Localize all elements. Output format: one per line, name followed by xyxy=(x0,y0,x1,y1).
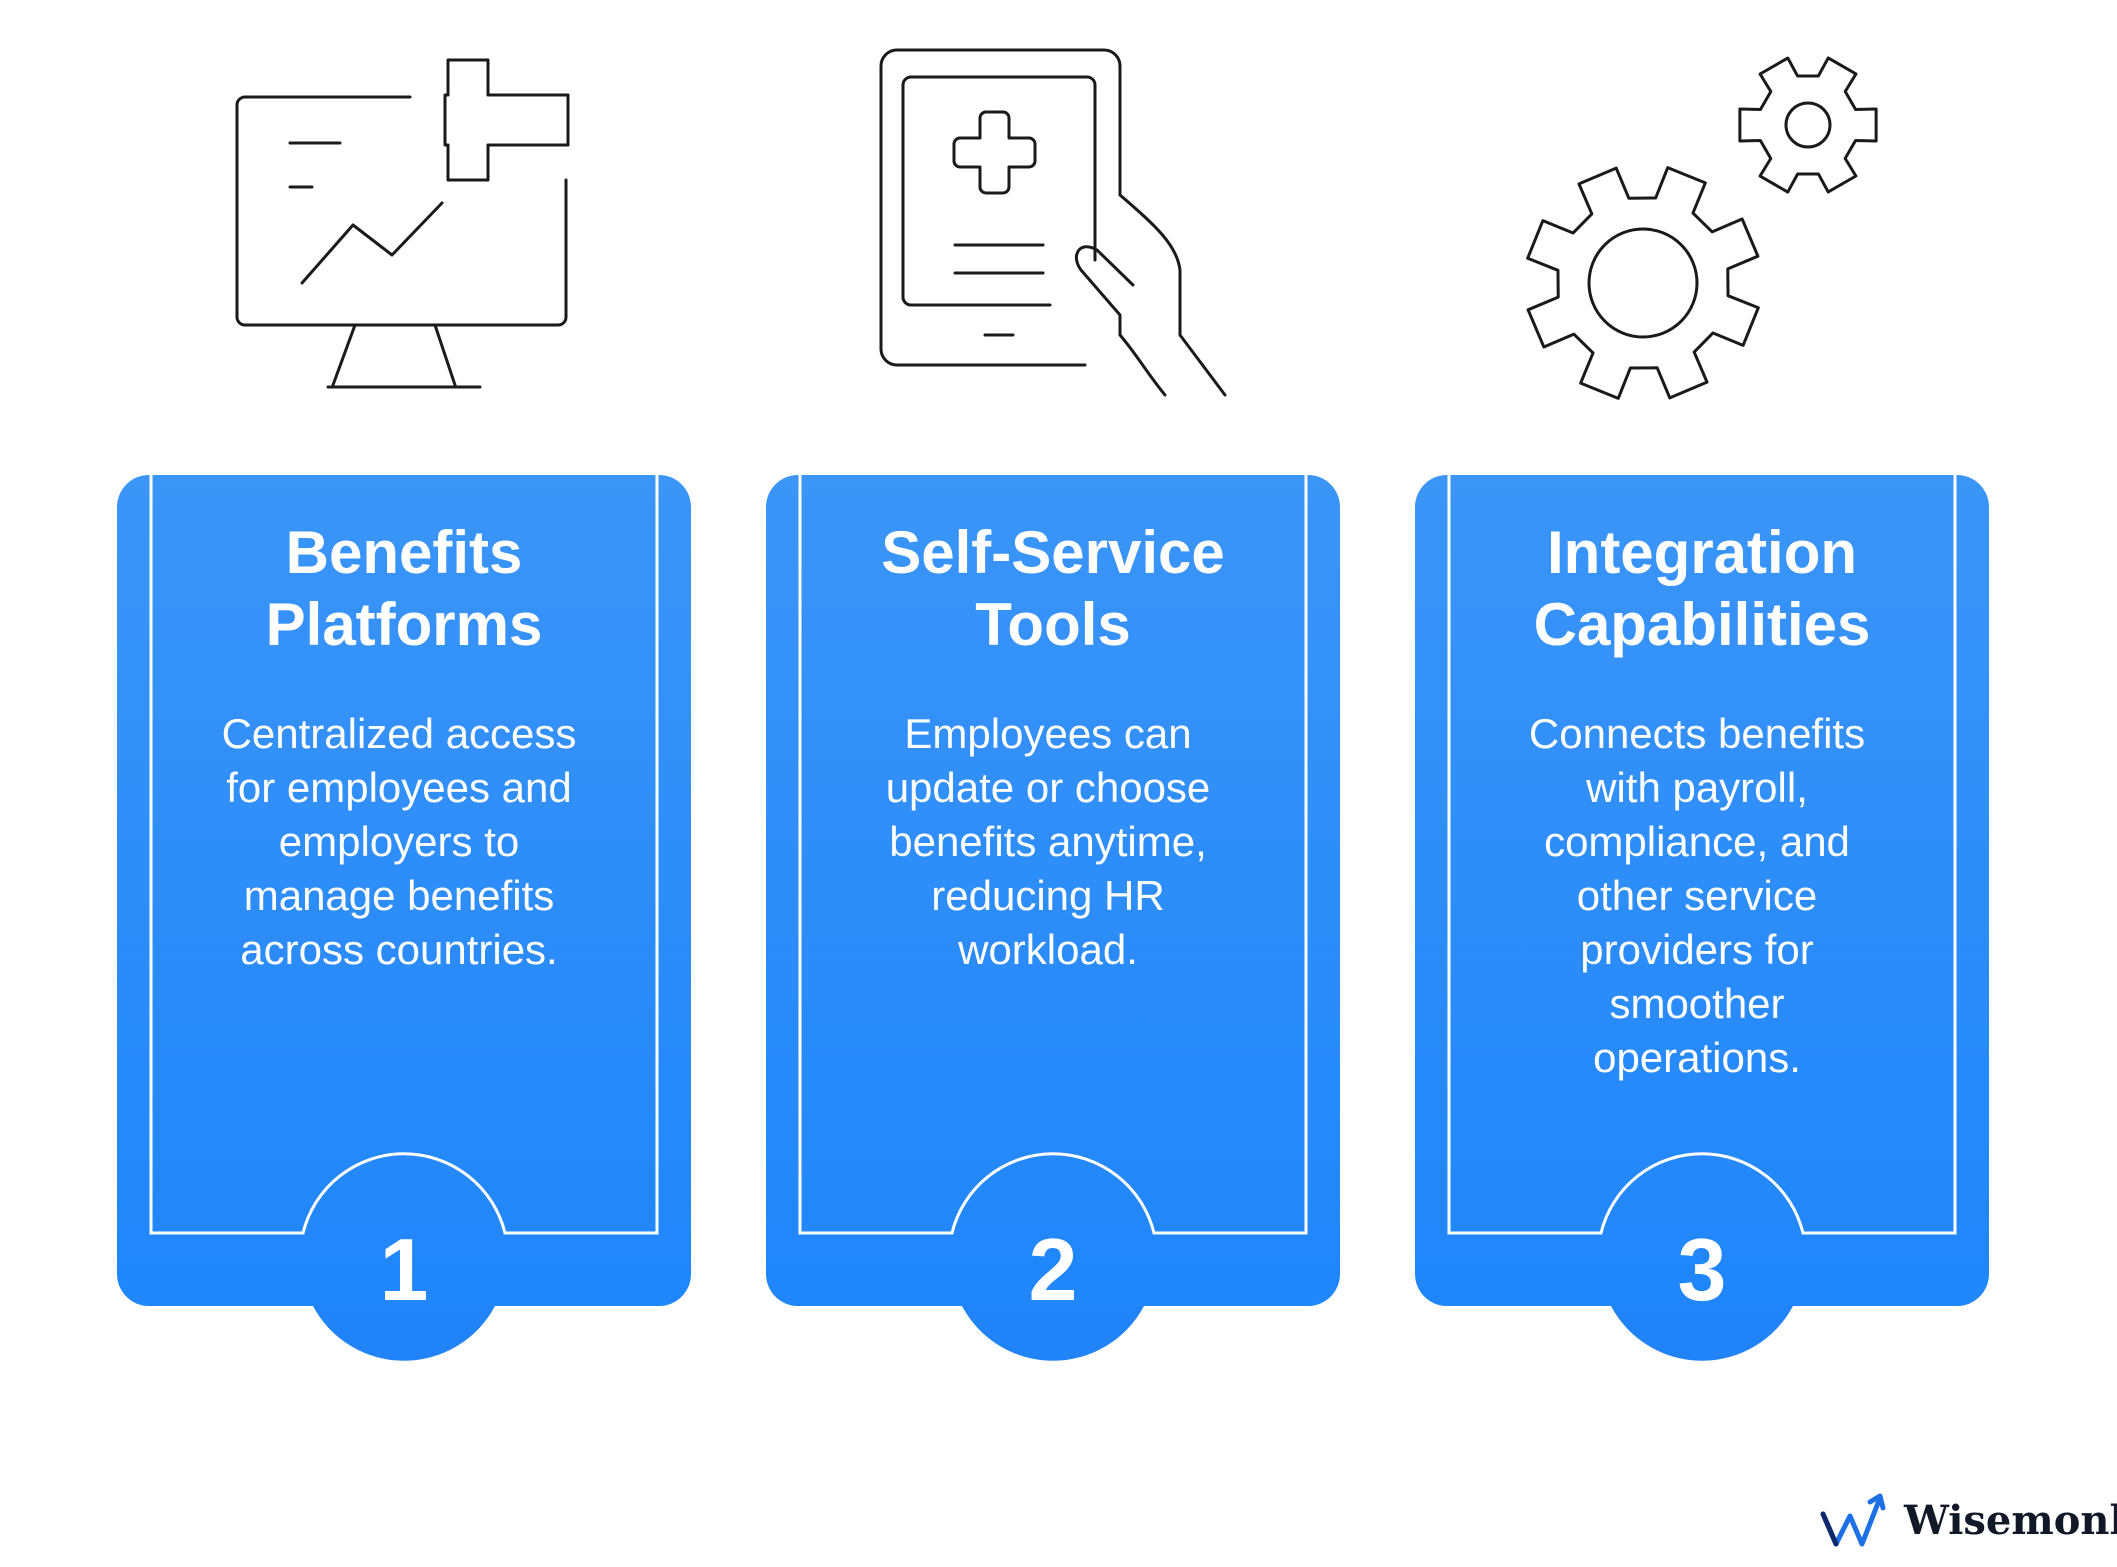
card-frame xyxy=(149,475,659,1361)
card-number: 2 xyxy=(1028,1220,1078,1319)
wisemonk-logo-icon xyxy=(1820,1493,1886,1547)
card-title: Benefits Platforms xyxy=(265,519,543,658)
card-number: 3 xyxy=(1677,1220,1727,1319)
tablet-in-hand-medical-icon xyxy=(875,45,1235,405)
small-gear-outline xyxy=(1738,56,1878,194)
card-description: Connects benefits with payroll, complian… xyxy=(1528,710,1866,1081)
brand-name: Wisemonk xyxy=(1904,1496,2117,1544)
card-background xyxy=(117,475,691,1306)
monitor-medical-chart-icon xyxy=(230,55,590,395)
gears-icon xyxy=(1525,45,1895,405)
card-frame xyxy=(798,475,1308,1361)
card-title: Integration Capabilities xyxy=(1533,519,1871,658)
card-benefits-platforms: Benefits Platforms Centralized access fo… xyxy=(117,475,691,1361)
card-frame xyxy=(1447,475,1957,1361)
card-background xyxy=(766,475,1340,1306)
card-description: Centralized access for employees and emp… xyxy=(221,710,577,973)
card-self-service-tools: Self-Service Tools Employees can update … xyxy=(766,475,1340,1361)
card-number: 1 xyxy=(379,1220,429,1319)
card-integration-capabilities: Integration Capabilities Connects benefi… xyxy=(1415,475,1989,1361)
card-description: Employees can update or choose benefits … xyxy=(885,710,1211,973)
card-background xyxy=(1415,475,1989,1306)
large-gear-outline xyxy=(1526,166,1760,400)
card-title: Self-Service Tools xyxy=(881,519,1225,658)
brand: Wisemonk xyxy=(1820,1490,2117,1550)
